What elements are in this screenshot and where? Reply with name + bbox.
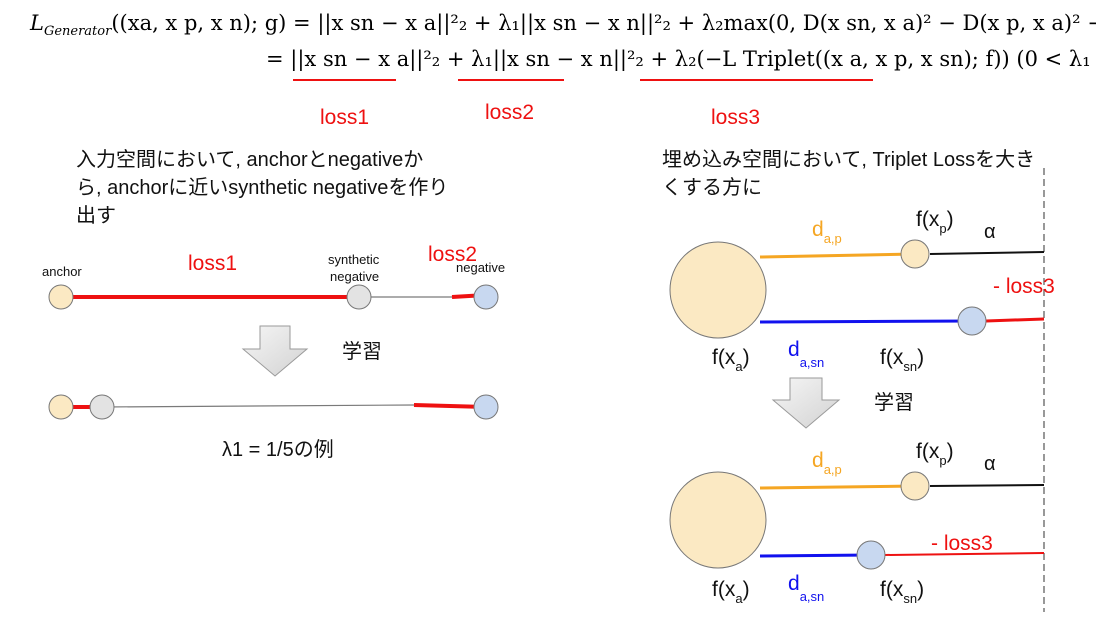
example-label: λ1 = 1/5の例	[222, 438, 334, 461]
formula-line-2: = ||x sn − x a||²₂ + λ₁||x sn − x n||²₂ …	[266, 47, 1096, 72]
alpha-label-after: α	[984, 453, 996, 475]
down-arrow-icon	[771, 377, 841, 429]
d-asn-label-after: da,sn	[788, 572, 824, 604]
formula-loss1-label: loss1	[320, 106, 369, 129]
d-ap-line-after	[759, 484, 916, 490]
anchor-label: anchor	[42, 264, 82, 279]
anchor-embedding-circle-after	[669, 471, 767, 569]
f-xsn-label-after: f(xsn)	[880, 578, 924, 606]
loss3-margin-line	[985, 317, 1045, 323]
synthetic-negative-embedding-node	[957, 306, 987, 336]
right-description: 埋め込み空間において, Triplet Lossを大き くする方に	[662, 148, 1041, 199]
d-ap-line	[759, 252, 916, 259]
anchor-node-after	[48, 394, 74, 420]
d-asn-label: da,sn	[788, 338, 824, 370]
synthetic-negative-node	[346, 284, 372, 310]
alpha-line	[929, 251, 1045, 255]
d-asn-line-after	[759, 553, 872, 558]
loss3-label-top: - loss3	[993, 275, 1055, 298]
f-xa-label: f(xa)	[712, 346, 750, 374]
anchor-node	[48, 284, 74, 310]
positive-node	[900, 239, 930, 269]
left-loss1-label: loss1	[188, 252, 237, 275]
anchor-embedding-circle	[669, 241, 767, 339]
loss3-label-bottom: - loss3	[931, 532, 993, 555]
f-xp-label-after: f(xp)	[916, 440, 954, 468]
alpha-line-after	[929, 484, 1045, 487]
down-arrow-icon	[241, 325, 309, 377]
alpha-label: α	[984, 221, 996, 243]
f-xsn-label: f(xsn)	[880, 346, 924, 374]
right-learn-label: 学習	[874, 391, 914, 414]
synthetic-negative-label: synthetic negative	[328, 252, 383, 284]
left-loss2-label: loss2	[428, 243, 477, 266]
d-asn-line	[759, 319, 973, 324]
d-ap-label: da,p	[812, 218, 842, 246]
right-panel: 埋め込み空間において, Triplet Lossを大き くする方に da,p f…	[662, 148, 1055, 612]
synthetic-negative-embedding-node-after	[856, 540, 886, 570]
negative-node	[473, 284, 499, 310]
left-panel: 入力空間において, anchorとnegativeか ら, anchorに近いs…	[42, 148, 505, 461]
negative-node-after	[473, 394, 499, 420]
f-xp-label: f(xp)	[916, 208, 954, 236]
positive-node-after	[900, 471, 930, 501]
negative-label: negative	[456, 260, 505, 275]
formula-loss2-label: loss2	[485, 101, 534, 124]
formula-line-1: LGenerator((xa, x p, x n); g) = ||x sn −…	[29, 11, 1096, 39]
loss3-margin-line-after	[884, 552, 1045, 556]
after-synthetic-line	[101, 404, 415, 408]
synthetic-negative-node-after	[89, 394, 115, 420]
left-learn-label: 学習	[342, 340, 382, 363]
formula: LGenerator((xa, x p, x n); g) = ||x sn −…	[29, 11, 1096, 129]
formula-loss3-label: loss3	[711, 106, 760, 129]
d-ap-label-after: da,p	[812, 449, 842, 477]
left-description: 入力空間において, anchorとnegativeか ら, anchorに近いs…	[76, 148, 454, 227]
f-xa-label-after: f(xa)	[712, 578, 750, 606]
